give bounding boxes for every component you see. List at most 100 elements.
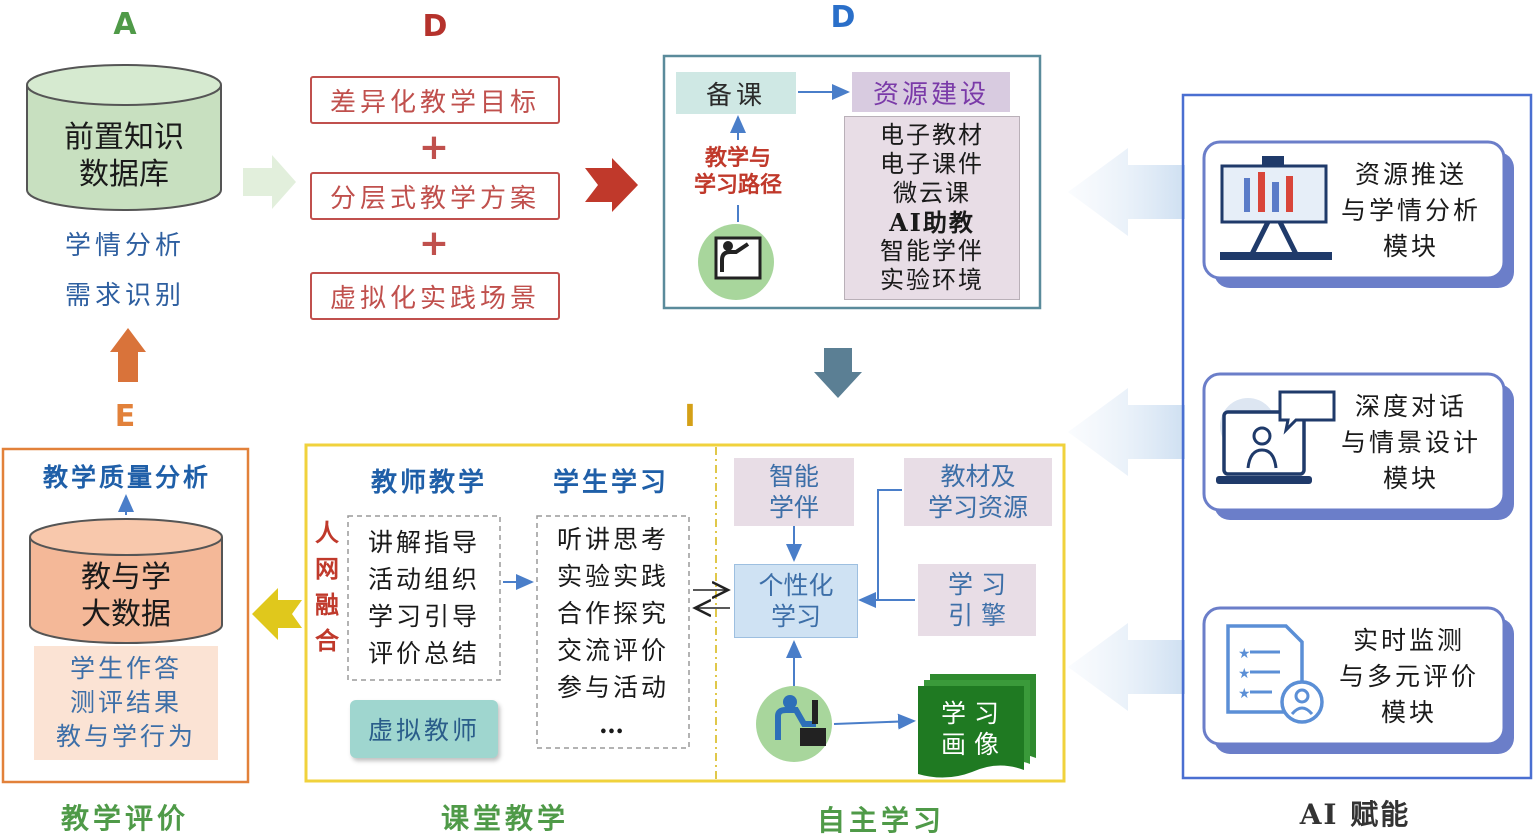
human-network-fusion: 人 网 融 合 [310, 512, 344, 662]
ai-module-monitoring: 实时监测 与多元评价 模块 [1322, 620, 1496, 734]
ai-module-line: 与学情分析 [1340, 196, 1481, 225]
evaluation-caption: 教学评价 [60, 802, 189, 835]
presentation-board-icon [1220, 156, 1332, 260]
arrow-d-to-prep [585, 158, 638, 212]
student-activities: 听讲思考 实验实践 合作探究 交流评价 参与活动 … [539, 520, 687, 744]
big-data: 教与学 大数据 [30, 554, 222, 638]
analysis-label: 学情分析 [64, 230, 185, 261]
ai-module-line: 模块 [1380, 698, 1437, 727]
arrow-prep-to-class [814, 348, 862, 398]
label-e: E [114, 398, 136, 434]
knowledge-database: 前置知识 数据库 [27, 108, 221, 204]
resource-list: 电子教材 电子课件 微云课 AI助教 智能学伴 实验环境 [844, 116, 1020, 300]
big-data-line2: 大数据 [81, 597, 171, 632]
materials-box: 教材及 学习资源 [904, 458, 1052, 526]
virtual-teacher-box: 虚拟教师 [350, 700, 498, 758]
fusion-char: 人 [315, 518, 339, 547]
student-activity-item: 参与活动 [556, 673, 669, 702]
smart-companion-line1: 智能 [768, 461, 819, 491]
student-desk-icon [756, 686, 832, 762]
teacher-board-icon [698, 224, 774, 300]
teacher-activity-item: 学习引导 [367, 602, 480, 631]
plus-sign-2: + [418, 222, 450, 264]
resource-item: 微云课 [893, 179, 971, 207]
ai-module-line: 模块 [1382, 232, 1439, 261]
ai-module-line: 深度对话 [1354, 392, 1467, 421]
student-activity-item: … [599, 710, 627, 739]
materials-line2: 学习资源 [927, 493, 1028, 522]
layered-plan-box: 分层式教学方案 [310, 172, 560, 220]
knowledge-database-line2: 数据库 [79, 157, 169, 192]
student-activity-item: 实验实践 [556, 562, 669, 591]
smart-companion-line2: 学伴 [768, 493, 819, 522]
student-activity-item: 交流评价 [556, 636, 669, 665]
learning-portrait: 学 习 画 像 [920, 692, 1020, 766]
laptop-chat-icon [1216, 390, 1336, 484]
arrow-e-to-a [110, 328, 146, 382]
big-data-cylinder [29, 518, 223, 644]
student-activity-item: 合作探究 [556, 599, 669, 628]
teacher-teaching-title: 教师教学 [370, 467, 487, 498]
virtual-scene-box: 虚拟化实践场景 [310, 272, 560, 320]
fusion-char: 融 [315, 590, 339, 619]
ai-empower-caption: AI 赋能 [1299, 798, 1411, 831]
resource-item: 智能学伴 [880, 237, 984, 265]
knowledge-database-line1: 前置知识 [64, 119, 184, 155]
self-study-caption: 自主学习 [816, 804, 945, 837]
requirement-label: 需求识别 [64, 280, 185, 311]
smart-companion-box: 智能 学伴 [734, 458, 854, 526]
materials-line1: 教材及 [940, 461, 1016, 491]
plus-sign-1: + [418, 126, 450, 168]
student-activity-item: 听讲思考 [556, 525, 669, 554]
ai-arrow-1 [1068, 148, 1185, 236]
learning-portrait-line2: 画 像 [941, 730, 999, 759]
teacher-activity-item: 讲解指导 [367, 528, 480, 557]
ai-module-line: 实时监测 [1352, 626, 1465, 655]
prep-box: 备课 [676, 72, 796, 114]
ai-module-line: 与情景设计 [1340, 428, 1481, 457]
svg-text:★: ★ [1238, 646, 1251, 662]
path-label-line1: 教学与 [704, 144, 771, 171]
personalized-learning-box: 个性化 学习 [734, 564, 858, 638]
learning-portrait-pages [918, 674, 1036, 778]
learning-engine-line2: 引 擎 [948, 601, 1006, 630]
ai-panel-frame [1181, 93, 1533, 780]
learning-engine-box: 学 习 引 擎 [918, 564, 1036, 636]
resource-item: 电子课件 [880, 150, 984, 178]
teacher-activities: 讲解指导 活动组织 学习引导 评价总结 [350, 518, 498, 678]
label-i: I [684, 398, 696, 434]
evaluation-document-icon: ★ ★ ★ [1226, 624, 1324, 724]
evaluation-data-item: 教与学行为 [55, 722, 196, 751]
arrow-class-to-evaluation [252, 588, 302, 640]
teacher-activity-item: 评价总结 [367, 639, 480, 668]
fusion-char: 网 [315, 554, 339, 583]
svg-text:★: ★ [1238, 666, 1251, 682]
learning-engine-line1: 学 习 [948, 569, 1006, 599]
student-learning-title: 学生学习 [552, 467, 669, 498]
personalized-line1: 个性化 [758, 570, 834, 600]
knowledge-database-cylinder [26, 64, 222, 211]
path-label: 教学与 学习路径 [672, 140, 804, 204]
quality-analysis-title: 教学质量分析 [42, 463, 211, 492]
ai-module-line: 与多元评价 [1338, 662, 1479, 691]
personalized-line2: 学习 [770, 602, 821, 631]
evaluation-data-list: 学生作答 测评结果 教与学行为 [34, 646, 218, 760]
ai-module-resource-push: 资源推送 与学情分析 模块 [1326, 154, 1496, 268]
ai-module-dialogue: 深度对话 与情景设计 模块 [1326, 386, 1496, 500]
ai-arrow-3 [1068, 623, 1185, 711]
differentiated-goal-box: 差异化教学目标 [310, 76, 560, 124]
ai-module-line: 模块 [1382, 464, 1439, 493]
fusion-char: 合 [315, 626, 339, 655]
resource-build-box: 资源建设 [852, 72, 1010, 112]
learning-portrait-line1: 学 习 [941, 698, 999, 728]
resource-item: 实验环境 [880, 266, 984, 294]
label-d: D [422, 8, 448, 44]
resource-item: AI助教 [889, 208, 975, 237]
label-d2: D [830, 0, 856, 35]
classroom-caption: 课堂教学 [440, 802, 569, 835]
path-label-line2: 学习路径 [693, 172, 782, 198]
arrow-a-to-d [243, 155, 296, 209]
ai-arrow-2 [1068, 388, 1185, 476]
label-a: A [113, 6, 137, 42]
